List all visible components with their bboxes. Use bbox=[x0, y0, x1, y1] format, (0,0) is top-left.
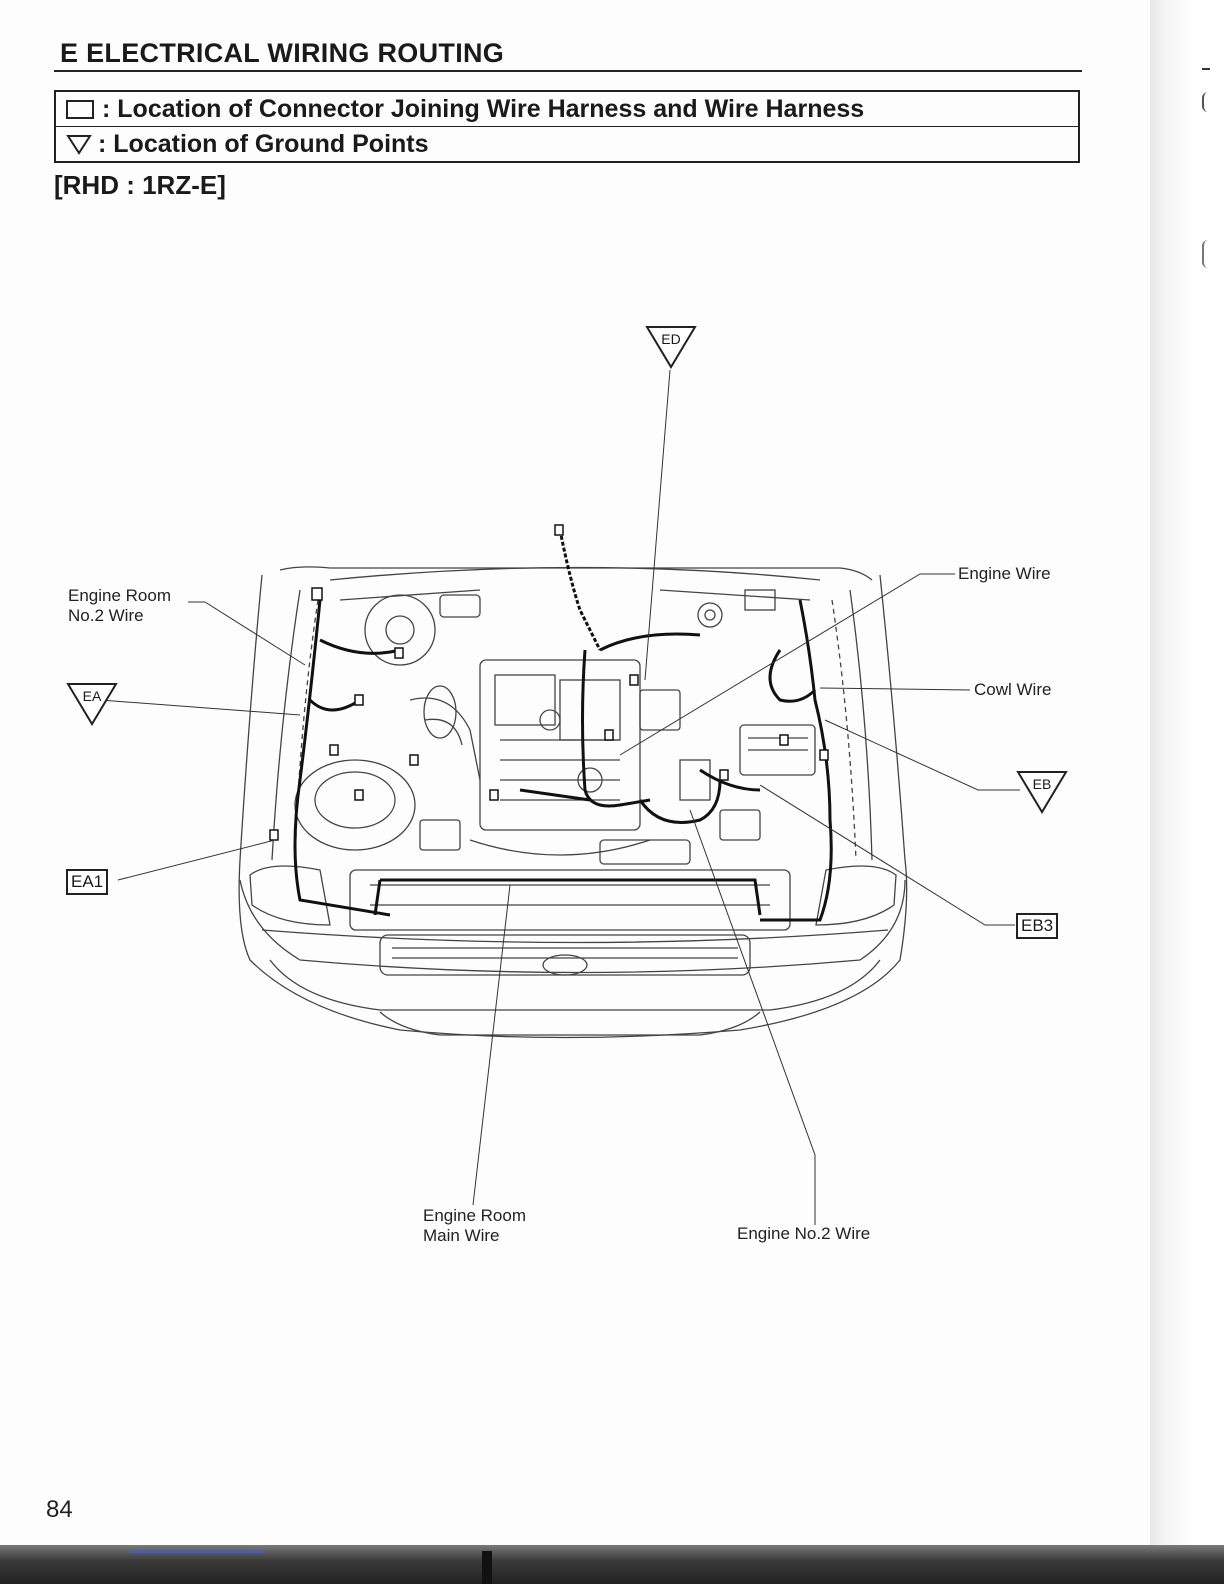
label-line: No.2 Wire bbox=[68, 606, 171, 626]
label-engine-no2-wire: Engine No.2 Wire bbox=[737, 1224, 870, 1244]
label-cowl-wire: Cowl Wire bbox=[974, 680, 1051, 700]
ground-point-ea: EA bbox=[66, 682, 118, 726]
ground-point-ed: ED bbox=[645, 325, 697, 369]
ground-point-label: EA bbox=[66, 688, 118, 704]
label-engine-wire: Engine Wire bbox=[958, 564, 1051, 584]
connector-ea1: EA1 bbox=[66, 869, 108, 895]
ground-point-label: ED bbox=[645, 331, 697, 347]
page-number: 84 bbox=[46, 1496, 73, 1524]
ground-point-label: EB bbox=[1016, 776, 1068, 792]
label-engine-room-main-wire: Engine Room Main Wire bbox=[423, 1206, 526, 1246]
gutter-mark bbox=[1202, 240, 1208, 268]
label-line: Main Wire bbox=[423, 1226, 526, 1246]
label-line: Engine Room bbox=[68, 586, 171, 606]
scan-edge-notch bbox=[482, 1551, 492, 1584]
scan-edge-line bbox=[130, 1551, 265, 1553]
gutter-mark bbox=[1202, 92, 1208, 112]
scan-edge bbox=[0, 1545, 1224, 1584]
ground-point-eb: EB bbox=[1016, 770, 1068, 814]
engine-bay-illustration bbox=[0, 0, 1150, 1545]
binding-gutter bbox=[1150, 0, 1224, 1545]
label-line: Engine Room bbox=[423, 1206, 526, 1226]
gutter-mark bbox=[1202, 68, 1210, 70]
connector-eb3: EB3 bbox=[1016, 913, 1058, 939]
label-engine-room-no2-wire: Engine Room No.2 Wire bbox=[68, 586, 171, 626]
